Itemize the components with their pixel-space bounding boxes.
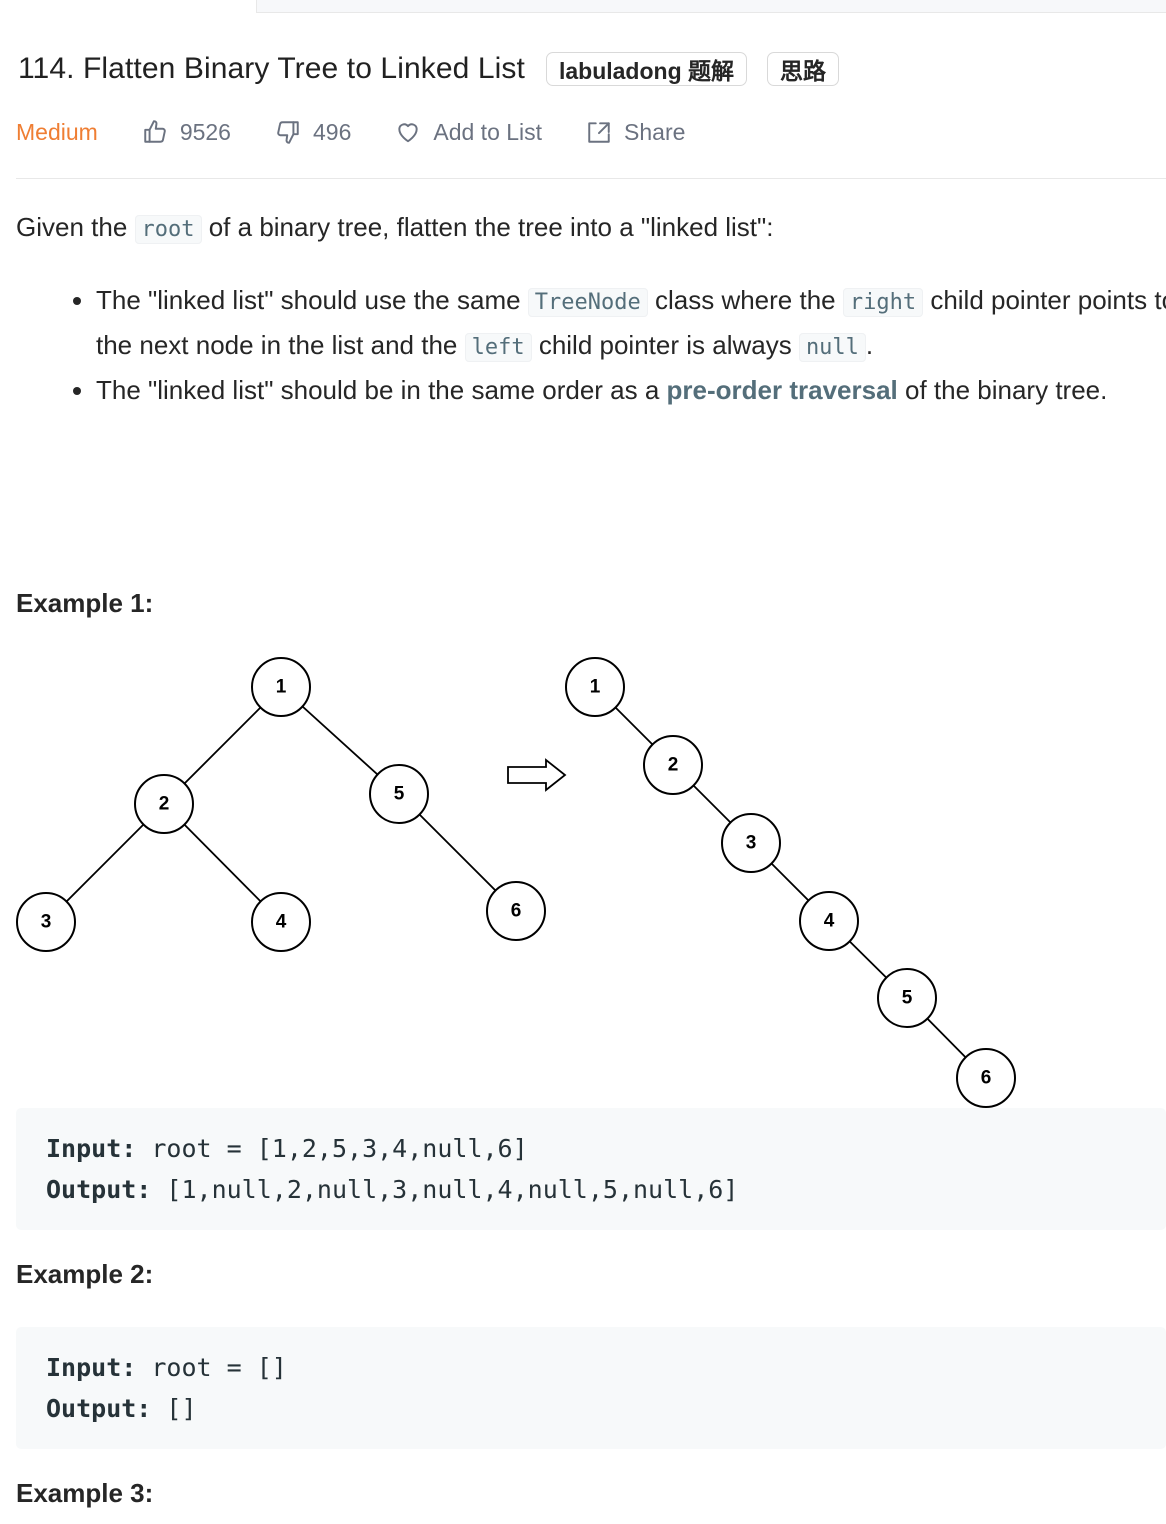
svg-text:2: 2 <box>159 794 170 815</box>
svg-text:2: 2 <box>668 755 679 776</box>
input-value: root = [] <box>136 1353 287 1382</box>
example-1-diagram: 1 2 5 3 4 6 1 2 3 4 5 6 <box>16 657 1016 1108</box>
tree-node: 4 <box>251 892 311 952</box>
list-node: 3 <box>721 813 781 873</box>
tree-node: 6 <box>486 881 546 941</box>
bullet-text: The "linked list" should be in the same … <box>96 375 667 405</box>
svg-text:4: 4 <box>824 911 835 932</box>
svg-text:6: 6 <box>511 901 522 922</box>
bullet-text: child pointer is always <box>531 330 799 360</box>
title-row: 114. Flatten Binary Tree to Linked List … <box>18 48 840 90</box>
svg-text:3: 3 <box>746 833 757 854</box>
list-node: 5 <box>877 968 937 1028</box>
code-treenode: TreeNode <box>527 288 648 317</box>
svg-text:1: 1 <box>590 677 601 698</box>
code-left: left <box>464 333 532 362</box>
example-1-code: Input: root = [1,2,5,3,4,null,6] Output:… <box>16 1108 1166 1230</box>
requirements-list: The "linked list" should use the same Tr… <box>16 279 1166 411</box>
input-label: Input: <box>46 1134 137 1163</box>
code-null: null <box>798 333 866 362</box>
like-count: 9526 <box>179 118 231 145</box>
intro-text-end: of a binary tree, flatten the tree into … <box>201 212 774 242</box>
thumbs-down-icon <box>277 121 299 144</box>
code-right: right <box>842 288 924 317</box>
svg-text:5: 5 <box>394 784 405 805</box>
right-arrow-icon <box>507 758 567 792</box>
list-node: 4 <box>799 891 859 951</box>
add-to-list-label: Add to List <box>433 118 543 145</box>
share-label: Share <box>624 118 686 145</box>
solution-tag-button[interactable]: labuladong 题解 <box>545 52 748 86</box>
intro-text: Given the <box>16 212 135 242</box>
list-item: The "linked list" should use the same Tr… <box>96 279 1166 369</box>
bullet-text: class where the <box>647 285 843 315</box>
list-node: 2 <box>643 735 703 795</box>
bullet-text: . <box>865 330 874 360</box>
tree-node: 1 <box>251 657 311 717</box>
list-node: 6 <box>956 1048 1016 1108</box>
top-panel-edge <box>256 0 1166 13</box>
list-node: 1 <box>565 657 625 717</box>
share-button[interactable]: Share <box>586 119 685 146</box>
problem-title: 114. Flatten Binary Tree to Linked List <box>18 52 525 85</box>
bullet-text: The "linked list" should use the same <box>96 285 528 315</box>
header-divider <box>16 178 1166 179</box>
example-2-code: Input: root = [] Output: [] <box>16 1327 1166 1449</box>
output-value: [] <box>151 1394 197 1423</box>
example-1-title: Example 1: <box>16 588 154 618</box>
meta-row: Medium 9526 496 Add to List Share <box>16 112 729 152</box>
example-3-title: Example 3: <box>16 1478 154 1508</box>
intro-paragraph: Given the root of a binary tree, flatten… <box>16 206 1166 251</box>
tree-node: 3 <box>16 892 76 952</box>
tree-node: 5 <box>369 764 429 824</box>
dislike-count: 496 <box>312 118 352 145</box>
tree-node: 2 <box>134 774 194 834</box>
input-label: Input: <box>46 1353 137 1382</box>
list-item: The "linked list" should be in the same … <box>96 369 1166 411</box>
output-label: Output: <box>46 1175 152 1204</box>
example-2-title: Example 2: <box>16 1259 154 1289</box>
like-button[interactable]: 9526 <box>142 119 231 146</box>
problem-description: Given the root of a binary tree, flatten… <box>16 206 1166 411</box>
bullet-text: of the binary tree. <box>897 375 1108 405</box>
idea-tag-button[interactable]: 思路 <box>767 52 840 86</box>
pre-order-traversal-link[interactable]: pre-order traversal <box>666 375 898 405</box>
share-icon <box>588 122 610 143</box>
bullet-text: child pointer points to the next node in… <box>96 285 1166 360</box>
output-value: [1,null,2,null,3,null,4,null,5,null,6] <box>151 1175 739 1204</box>
output-label: Output: <box>46 1394 152 1423</box>
code-root: root <box>134 215 202 244</box>
difficulty-label: Medium <box>16 118 98 145</box>
svg-text:3: 3 <box>41 912 52 933</box>
svg-text:6: 6 <box>981 1068 992 1089</box>
svg-text:4: 4 <box>276 912 287 933</box>
input-value: root = [1,2,5,3,4,null,6] <box>136 1134 528 1163</box>
svg-text:1: 1 <box>276 677 287 698</box>
dislike-button[interactable]: 496 <box>275 119 351 146</box>
thumbs-up-icon <box>144 120 166 143</box>
heart-icon <box>398 123 419 143</box>
add-to-list-button[interactable]: Add to List <box>395 119 542 146</box>
svg-text:5: 5 <box>902 988 913 1009</box>
